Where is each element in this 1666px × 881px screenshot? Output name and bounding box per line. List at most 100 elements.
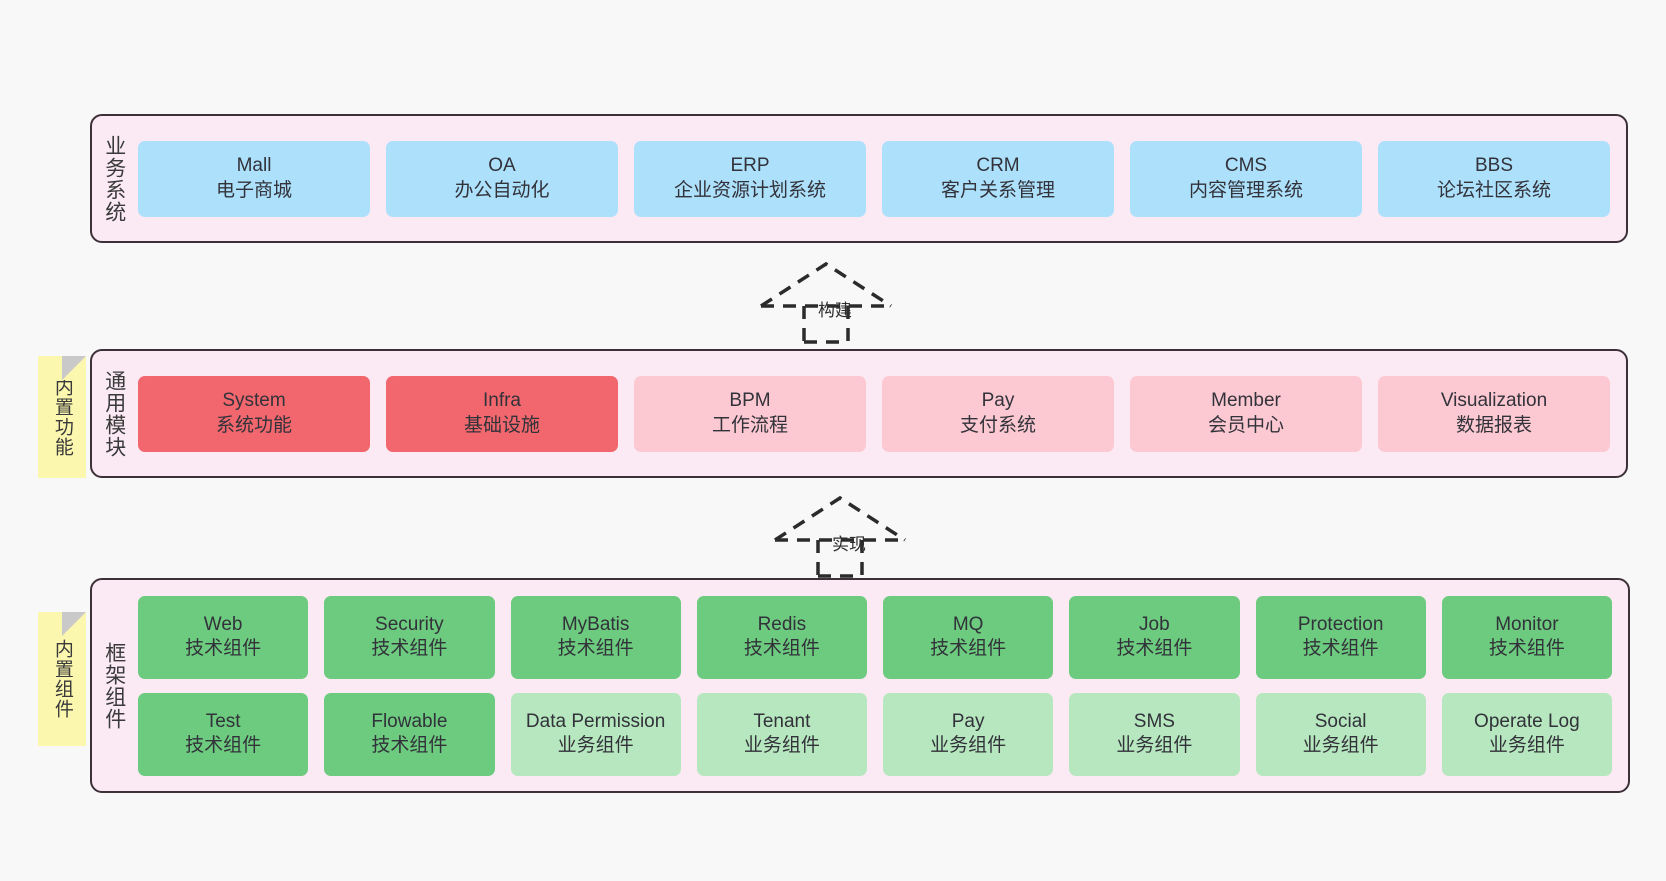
component-name-cn: 论坛社区系统 — [1436, 179, 1551, 201]
component-name-cn: 支付系统 — [959, 414, 1036, 436]
note-fold-icon — [62, 356, 86, 380]
component-name-en: Member — [1211, 390, 1281, 412]
component-box-flowable[interactable]: Flowable 技术组件 — [324, 692, 495, 776]
component-name-en: Operate Log — [1474, 710, 1580, 732]
component-name-cn: 业务组件 — [1488, 735, 1565, 756]
component-name-en: Monitor — [1495, 613, 1559, 635]
component-name-en: OA — [488, 155, 516, 177]
component-name-cn: 业务组件 — [930, 735, 1007, 756]
component-name-en: CMS — [1224, 155, 1268, 177]
component-box-sms[interactable]: SMS 业务组件 — [1069, 692, 1240, 776]
component-name-cn: 技术组件 — [1302, 638, 1379, 659]
component-box-mq[interactable]: MQ 技术组件 — [883, 595, 1054, 679]
sticky-note-builtin-function-label: 内置功能 — [51, 377, 73, 457]
component-name-cn: 办公自动化 — [454, 179, 550, 201]
component-name-cn: 技术组件 — [371, 638, 448, 659]
component-name-cn: 业务组件 — [743, 735, 820, 756]
component-name-cn: 系统功能 — [215, 414, 292, 436]
component-name-cn: 技术组件 — [1488, 638, 1565, 659]
component-name-en: Visualization — [1440, 390, 1548, 412]
component-name-en: Job — [1139, 613, 1170, 635]
component-name-cn: 会员中心 — [1207, 414, 1284, 436]
arrow-build-label: 构建 — [818, 301, 852, 320]
component-name-cn: 工作流程 — [711, 414, 788, 436]
component-name-en: BBS — [1474, 155, 1514, 177]
component-box-protection[interactable]: Protection 技术组件 — [1255, 595, 1426, 679]
component-name-en: Pay — [981, 390, 1015, 412]
component-name-en: MyBatis — [561, 613, 630, 635]
component-name-cn: 基础设施 — [463, 414, 540, 436]
component-name-cn: 内容管理系统 — [1188, 179, 1303, 201]
component-box-monitor[interactable]: Monitor 技术组件 — [1441, 595, 1612, 679]
component-name-cn: 技术组件 — [371, 735, 448, 756]
component-box-job[interactable]: Job 技术组件 — [1069, 595, 1240, 679]
component-box-tenant[interactable]: Tenant 业务组件 — [696, 692, 867, 776]
component-name-cn: 业务组件 — [1116, 735, 1193, 756]
component-name-en: Web — [203, 613, 243, 635]
component-name-cn: 业务组件 — [557, 735, 634, 756]
component-name-cn: 客户关系管理 — [940, 179, 1055, 201]
component-name-en: MQ — [952, 613, 984, 635]
component-name-cn: 业务组件 — [1302, 735, 1379, 756]
sticky-note-builtin-component-label: 内置组件 — [51, 639, 73, 719]
component-name-en: Protection — [1297, 613, 1384, 635]
component-name-cn: 技术组件 — [930, 638, 1007, 659]
component-name-en: CRM — [976, 155, 1020, 177]
note-fold-icon — [62, 612, 86, 636]
component-box-operate-log[interactable]: Operate Log 业务组件 — [1441, 692, 1612, 776]
component-name-cn: 技术组件 — [1116, 638, 1193, 659]
component-name-en: System — [222, 390, 286, 412]
component-box-web[interactable]: Web 技术组件 — [138, 595, 309, 679]
component-name-cn: 技术组件 — [185, 735, 262, 756]
component-box-test[interactable]: Test 技术组件 — [138, 692, 309, 776]
component-name-cn: 技术组件 — [557, 638, 634, 659]
component-name-en: Test — [205, 710, 241, 732]
arrow-build: 构建 — [756, 258, 906, 344]
component-name-en: Redis — [757, 613, 807, 635]
component-name-cn: 电子商城 — [215, 179, 292, 201]
component-name-en: Infra — [482, 390, 522, 412]
component-name-en: Mall — [236, 155, 272, 177]
component-name-en: Flowable — [371, 710, 448, 732]
layer-label-business-system: 业务系统 — [102, 134, 126, 223]
component-box-social[interactable]: Social 业务组件 — [1255, 692, 1426, 776]
component-name-en: Social — [1314, 710, 1367, 732]
component-box-mybatis[interactable]: MyBatis 技术组件 — [510, 595, 681, 679]
component-name-en: BPM — [729, 390, 771, 412]
component-name-en: SMS — [1133, 710, 1175, 732]
component-name-cn: 数据报表 — [1455, 414, 1532, 436]
component-name-en: ERP — [730, 155, 770, 177]
sticky-note-builtin-component: 内置组件 — [38, 612, 86, 746]
layer-label-framework-component: 框架组件 — [102, 641, 126, 730]
component-name-cn: 技术组件 — [743, 638, 820, 659]
component-box-redis[interactable]: Redis 技术组件 — [696, 595, 867, 679]
component-name-cn: 企业资源计划系统 — [673, 179, 826, 201]
component-name-cn: 技术组件 — [185, 638, 262, 659]
component-name-en: Tenant — [753, 710, 811, 732]
